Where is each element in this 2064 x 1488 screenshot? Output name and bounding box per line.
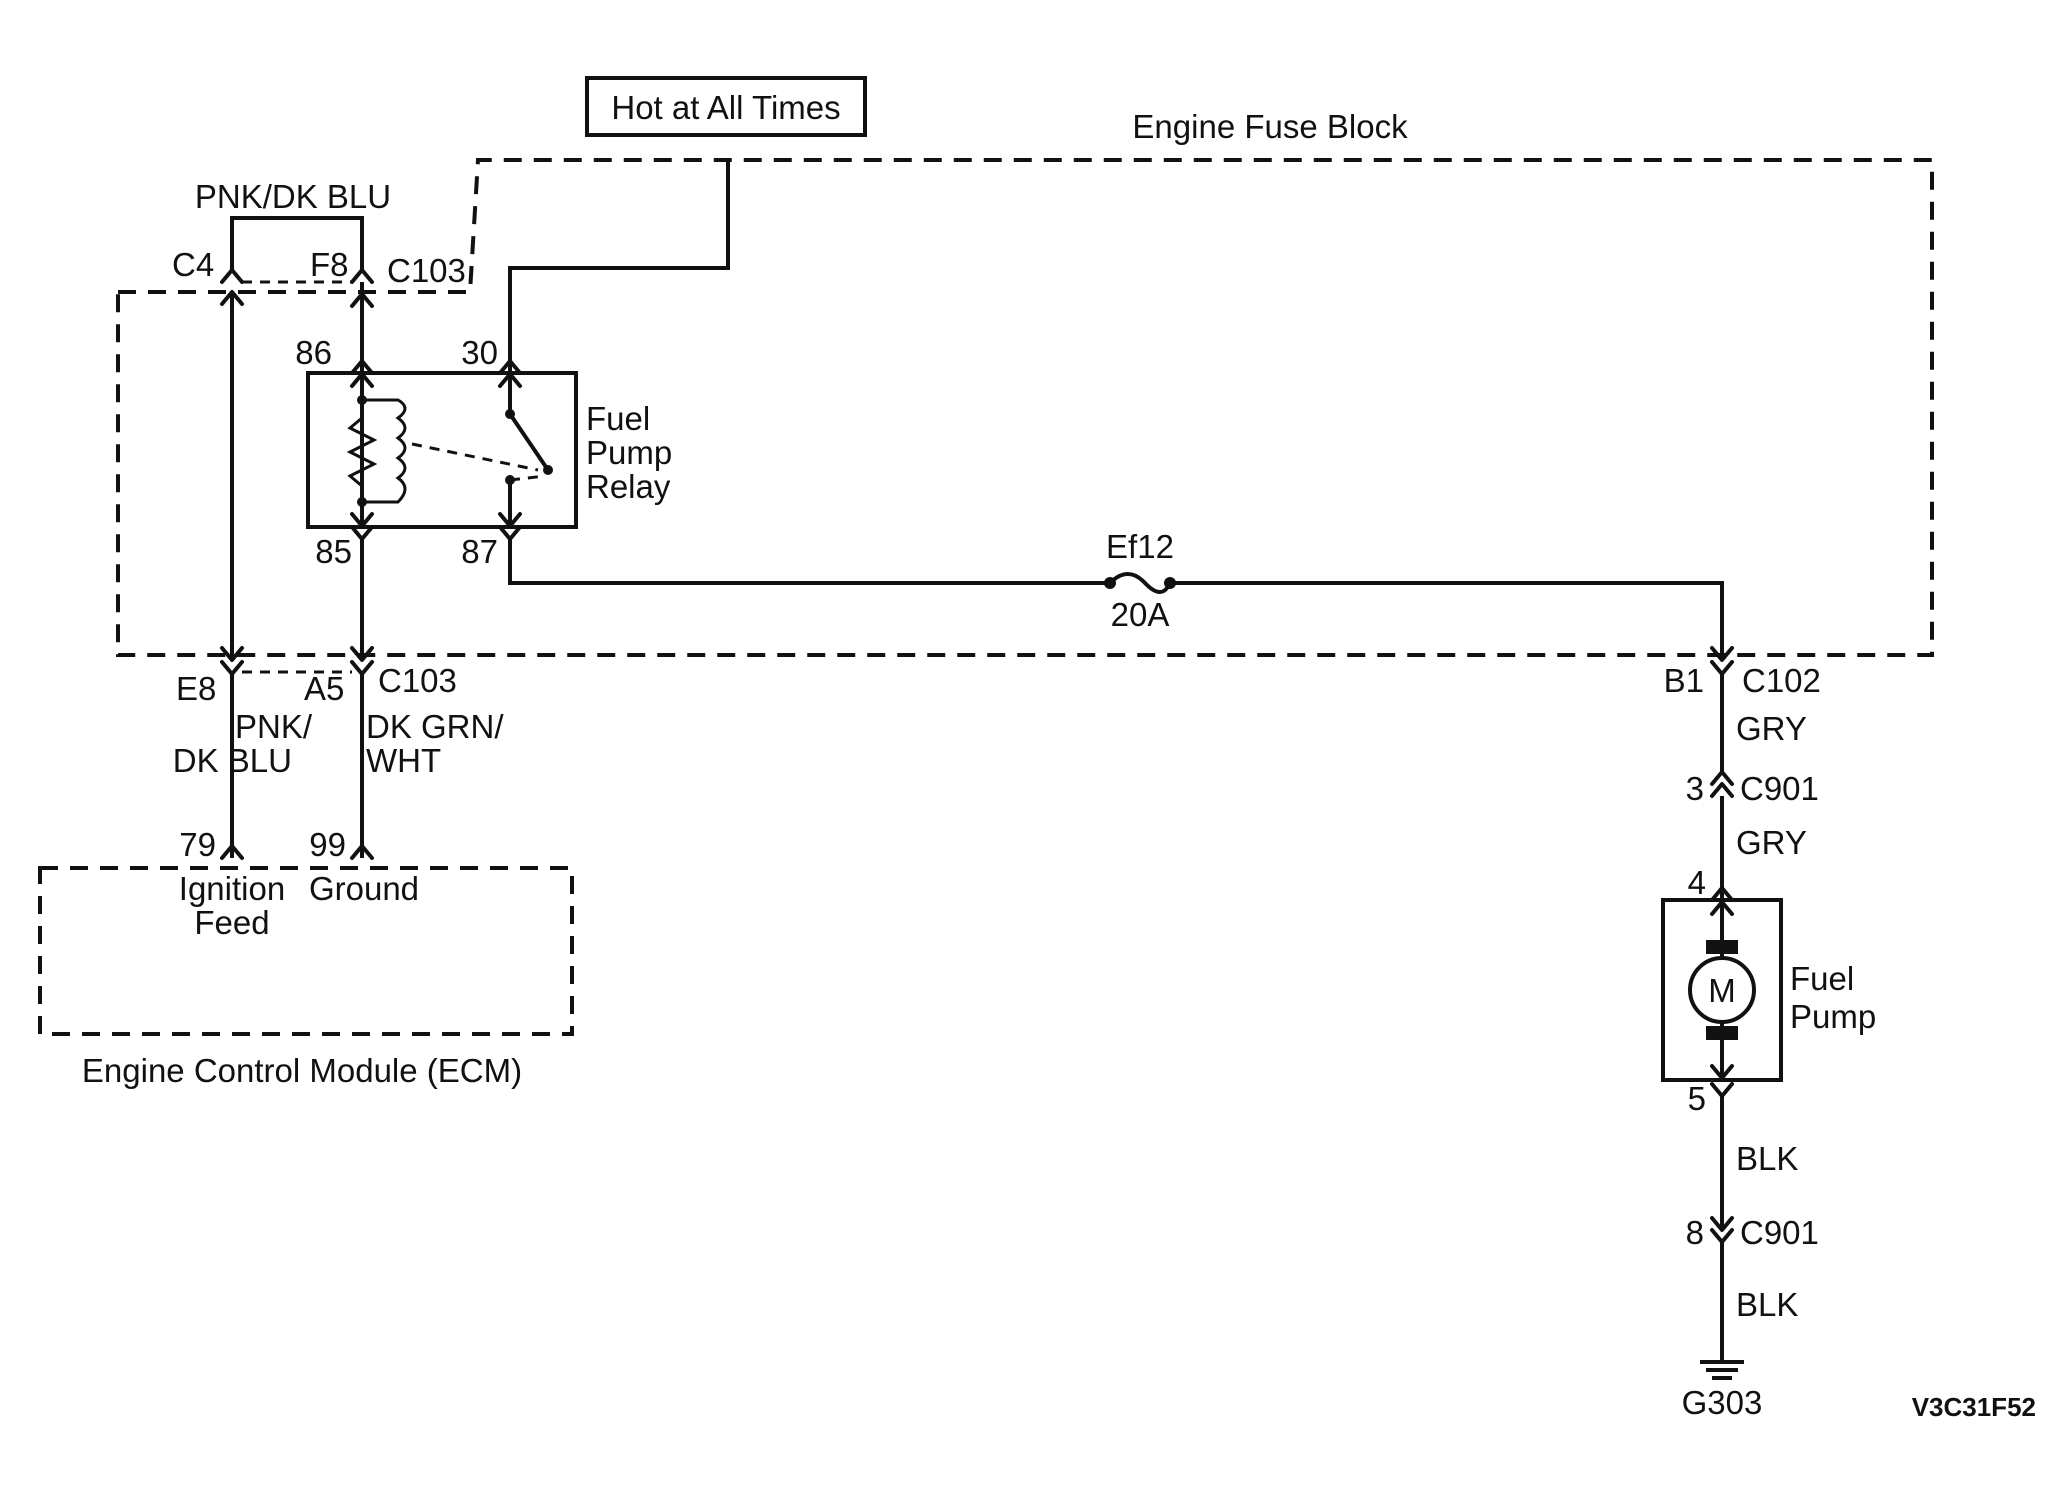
relay-label-line1: Fuel: [586, 400, 650, 437]
connector-c102-label: C102: [1742, 662, 1821, 699]
wire-dkgrn-wht-line1: DK GRN/: [366, 708, 504, 745]
pin-86-chevron: [350, 359, 374, 375]
pump-pin-5-chevron: [1710, 1082, 1734, 1098]
coil-top-chevron: [350, 372, 374, 388]
fuse-ef12-symbol: [1108, 572, 1172, 594]
motor-bottom-brush: [1706, 1026, 1738, 1040]
ecm-ground-label: Ground: [309, 870, 419, 907]
a5-inner-chevron: [350, 646, 374, 662]
top-jumper-wire: [230, 216, 364, 270]
motor-icon: [1688, 956, 1756, 1024]
ecm-ignition-label-line2: Feed: [194, 904, 269, 941]
pump-pin-4-chevron: [1710, 886, 1734, 902]
fuse-to-c102-wire: [1170, 581, 1724, 660]
pump-pin-5-label: 5: [1688, 1080, 1706, 1117]
ecm-pin-99-chevron: [350, 844, 374, 860]
wire-pnk-dkblu-line2: DK BLU: [173, 742, 292, 779]
connector-e8-label: E8: [176, 670, 216, 707]
switch-blade-tip: [543, 465, 553, 475]
motor-symbol-label: M: [1708, 972, 1736, 1009]
wire-blk-1-label: BLK: [1736, 1140, 1798, 1177]
relay-pin-85-label: 85: [315, 533, 352, 570]
relay-pin-30-label: 30: [461, 334, 498, 371]
figure-code-label: V3C31F52: [1912, 1392, 2036, 1422]
connector-b1-label: B1: [1664, 662, 1704, 699]
pump-top-chevron: [1710, 900, 1734, 916]
ecm-pin-99-label: 99: [309, 826, 346, 863]
ground-icon: [1700, 1360, 1744, 1380]
connector-b1-chevron: [1710, 660, 1734, 676]
connector-c901-b-label: C901: [1740, 1214, 1819, 1251]
connector-f8-label: F8: [310, 246, 349, 283]
ecm-ignition-label-line1: Ignition: [179, 870, 285, 907]
relay-output-wire: [508, 539, 1108, 585]
top-wire-color-label: PNK/DK BLU: [195, 178, 391, 215]
pump-label-line1: Fuel: [1790, 960, 1854, 997]
c901-a-lower-chevron: [1710, 782, 1734, 798]
hot-feed-wire: [508, 160, 730, 373]
ecm-pin-79-label: 79: [179, 826, 216, 863]
pump-pin-4-label: 4: [1688, 864, 1706, 901]
f8-inner-chevron: [350, 292, 374, 308]
connector-c4-label: C4: [172, 246, 214, 283]
wire-gry-2-label: GRY: [1736, 824, 1807, 861]
coil-resistor-symbol: [346, 416, 378, 488]
hot-at-all-times-box: [585, 76, 867, 137]
pump-label-line2: Pump: [1790, 998, 1876, 1035]
connector-c103-bottom-label: C103: [378, 662, 457, 699]
coil-winding-symbol: [362, 398, 407, 504]
relay-label-line2: Pump: [586, 434, 672, 471]
fuse-rating-label: 20A: [1111, 596, 1170, 633]
wire-dkgrn-wht-line2: WHT: [366, 742, 441, 779]
connector-e8-chevron: [220, 660, 244, 676]
ecm-pin-79-chevron: [220, 844, 244, 860]
ecm-outline: [38, 866, 574, 1036]
c901-a-upper-chevron: [1710, 770, 1734, 786]
connector-c103-top-label: C103: [387, 252, 466, 289]
b1-inner-chevron: [1710, 646, 1734, 662]
coil-bottom-chevron: [350, 512, 374, 528]
connector-f8-chevron: [350, 268, 374, 284]
switch-top-chevron: [498, 372, 522, 388]
ground-label: G303: [1682, 1384, 1763, 1421]
connector-c4-chevron: [220, 268, 244, 284]
coil-armature-link: [411, 442, 539, 472]
hot-at-all-times-label: Hot at All Times: [611, 89, 840, 126]
c4-inner-chevron: [220, 290, 244, 306]
e8-inner-chevron: [220, 646, 244, 662]
connector-a5-chevron: [350, 660, 374, 676]
connector-c901-a-label: C901: [1740, 770, 1819, 807]
motor-top-brush: [1706, 940, 1738, 954]
pin-8-label: 8: [1686, 1214, 1704, 1251]
fuse-name-label: Ef12: [1106, 528, 1174, 565]
engine-fuse-block-outline: [116, 158, 1934, 657]
connector-a5-label: A5: [304, 670, 344, 707]
c901-b-upper-chevron: [1710, 1216, 1734, 1232]
ecm-label: Engine Control Module (ECM): [82, 1052, 522, 1089]
fuel-pump-relay-box: [306, 371, 578, 529]
wire-blk-2-label: BLK: [1736, 1286, 1798, 1323]
pin-3-label: 3: [1686, 770, 1704, 807]
relay-label-line3: Relay: [586, 468, 671, 505]
switch-contact-gap: [509, 474, 546, 482]
pin-30-chevron: [498, 359, 522, 375]
engine-fuse-block-label: Engine Fuse Block: [1132, 108, 1408, 145]
switch-blade: [508, 412, 550, 472]
wire-gry-1-label: GRY: [1736, 710, 1807, 747]
pump-bottom-chevron: [1710, 1064, 1734, 1080]
relay-pin-87-label: 87: [461, 533, 498, 570]
relay-pin-86-label: 86: [295, 334, 332, 371]
wire-pnk-dkblu-line1: PNK/: [235, 708, 313, 745]
switch-bottom-chevron: [498, 512, 522, 528]
